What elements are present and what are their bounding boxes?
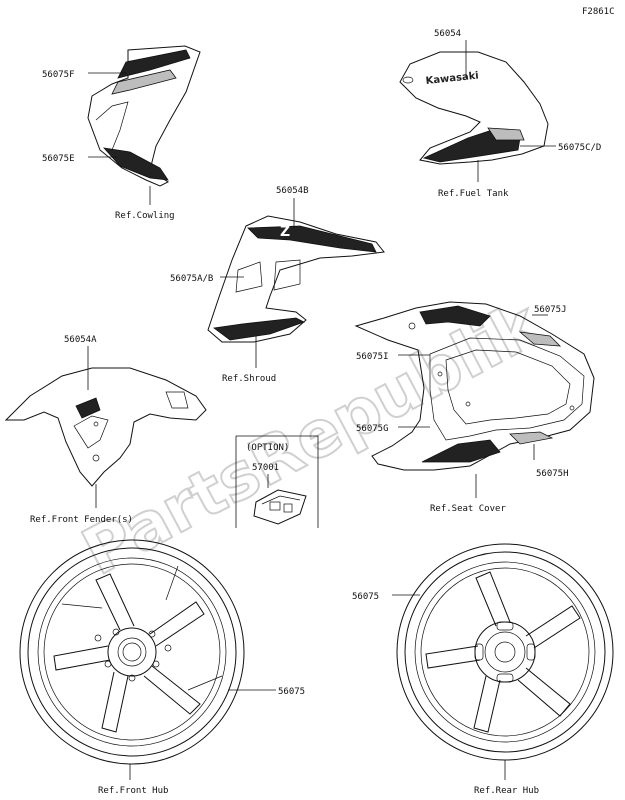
ref-shroud: Ref.Shroud [222, 374, 276, 384]
label-56075F: 56075F [42, 70, 75, 80]
label-56075H: 56075H [536, 469, 569, 479]
label-56054A: 56054A [64, 335, 97, 345]
label-56075-rear: 56075 [352, 592, 379, 602]
label-56075AB: 56075A/B [170, 274, 213, 284]
rear-wheel-part[interactable] [396, 543, 614, 761]
shroud-part[interactable]: Z [207, 215, 385, 343]
label-56075I: 56075I [356, 352, 389, 362]
figure-code: F2861C [582, 7, 615, 17]
ref-cowling: Ref.Cowling [115, 211, 175, 221]
label-56075-front: 56075 [278, 687, 305, 697]
option-label: (OPTION) [246, 443, 289, 453]
ref-fuel-tank: Ref.Fuel Tank [438, 189, 509, 199]
label-57001: 57001 [252, 463, 279, 473]
label-56054B: 56054B [276, 186, 309, 196]
label-56054: 56054 [434, 29, 461, 39]
ref-front-hub: Ref.Front Hub [98, 786, 168, 796]
ref-rear-hub: Ref.Rear Hub [474, 786, 539, 796]
label-56075E: 56075E [42, 154, 75, 164]
clip-57001-part[interactable] [253, 489, 307, 525]
label-56075J: 56075J [534, 305, 567, 315]
option-box: (OPTION) 57001 [235, 435, 319, 528]
fuel-tank-part[interactable]: Kawasaki [399, 51, 549, 165]
tank-logo: Kawasaki [425, 70, 479, 87]
cowling-part[interactable] [87, 45, 201, 187]
front-wheel-part[interactable] [19, 539, 245, 765]
watermark-text: PartsRepublik [71, 287, 553, 590]
watermark: PartsRepublik [70, 286, 554, 591]
label-56075G: 56075G [356, 424, 389, 434]
seat-cover-part[interactable] [354, 301, 595, 471]
front-fender-part[interactable] [4, 367, 207, 487]
label-56075CD: 56075C/D [558, 143, 601, 153]
ref-front-fender: Ref.Front Fender(s) [30, 515, 133, 525]
svg-text:Z: Z [280, 224, 290, 240]
ref-seat-cover: Ref.Seat Cover [430, 504, 506, 514]
